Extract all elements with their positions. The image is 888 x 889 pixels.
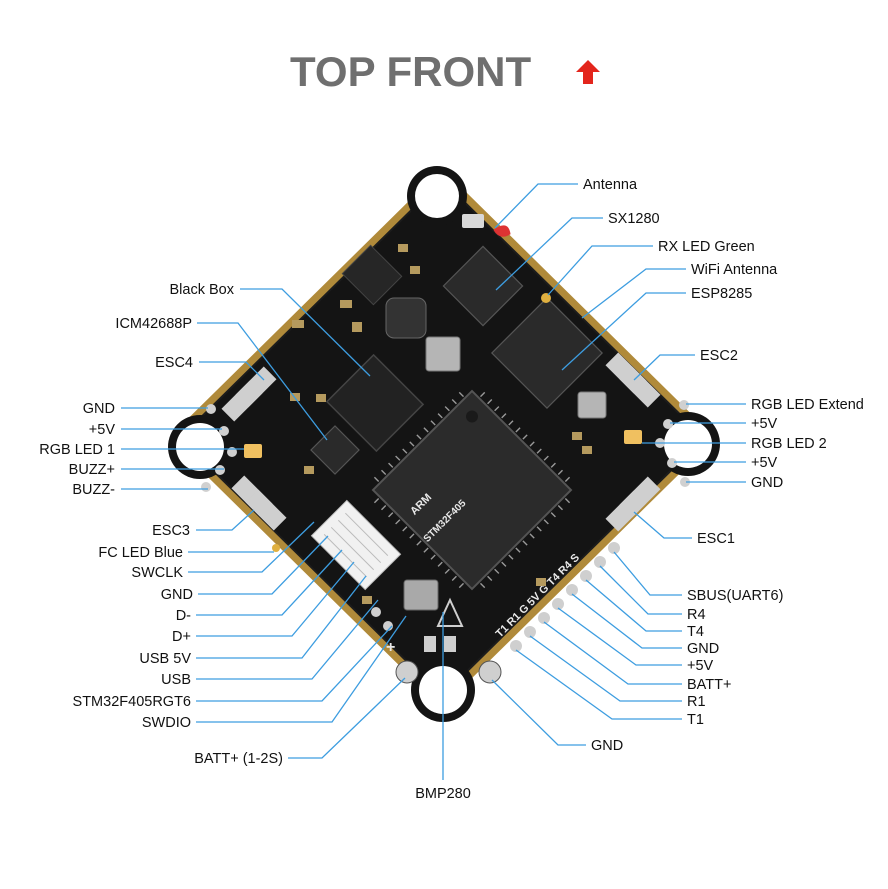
label-5v-br: +5V xyxy=(687,658,714,674)
label-usb: USB xyxy=(161,672,191,688)
mount-hole-right xyxy=(664,420,712,468)
up-arrow-icon xyxy=(576,60,600,84)
label-bmp280: BMP280 xyxy=(415,786,471,802)
chip-resistor-right xyxy=(444,636,456,652)
label-antenna: Antenna xyxy=(583,177,638,193)
label-gnd-br-2: GND xyxy=(591,738,623,754)
fc-led-blue xyxy=(272,544,280,552)
label-stm32: STM32F405RGT6 xyxy=(73,694,191,710)
label-gnd-left: GND xyxy=(83,401,115,417)
label-gnd-br-1: GND xyxy=(687,641,719,657)
label-esc3: ESC3 xyxy=(152,523,190,539)
mcu-chip xyxy=(371,389,573,591)
esc4-pads xyxy=(221,366,277,422)
label-esc1: ESC1 xyxy=(697,531,735,547)
label-rgb-led-2: RGB LED 2 xyxy=(751,436,827,452)
label-batt-1-2s: BATT+ (1-2S) xyxy=(194,751,283,767)
power-chip xyxy=(341,244,403,306)
label-t4: T4 xyxy=(687,624,704,640)
label-rgb-led-1: RGB LED 1 xyxy=(39,442,115,458)
label-buzz-minus: BUZZ- xyxy=(72,482,115,498)
label-swclk: SWCLK xyxy=(131,565,183,581)
arrow-silkscreen xyxy=(436,597,464,627)
label-5v-right-1: +5V xyxy=(751,416,778,432)
esp8285-chip xyxy=(490,296,604,410)
label-rx-led-green: RX LED Green xyxy=(658,239,755,255)
black-box-chip xyxy=(325,353,425,453)
icm42688p-chip xyxy=(310,425,360,475)
label-usb-5v: USB 5V xyxy=(139,651,191,667)
crystal-top xyxy=(425,336,461,372)
label-batt-plus: BATT+ xyxy=(687,677,731,693)
label-r1: R1 xyxy=(687,694,706,710)
label-wifi-antenna: WiFi Antenna xyxy=(691,262,778,278)
uart-pads-bottom-right xyxy=(510,542,620,652)
label-rgb-led-extend: RGB LED Extend xyxy=(751,397,864,413)
label-esc4: ESC4 xyxy=(155,355,193,371)
label-icm42688p: ICM42688P xyxy=(115,316,192,332)
side-pads-left xyxy=(201,404,237,492)
mount-hole-top xyxy=(415,174,459,218)
label-gnd-right: GND xyxy=(751,475,783,491)
label-gnd-bottom-left: GND xyxy=(161,587,193,603)
label-esc2: ESC2 xyxy=(700,348,738,364)
batt-plus-pad xyxy=(395,660,419,684)
rgb-led-2 xyxy=(624,430,642,444)
chip-resistor-left xyxy=(424,636,436,652)
page-title: TOP FRONT xyxy=(290,48,531,95)
label-5v-left: +5V xyxy=(89,422,116,438)
usb-connector xyxy=(310,499,402,591)
crystal-right xyxy=(577,391,607,419)
antenna-connector xyxy=(462,214,484,228)
label-esp8285: ESP8285 xyxy=(691,286,752,302)
mount-hole-left xyxy=(176,423,224,471)
labels: Antenna SX1280 RX LED Green WiFi Antenna… xyxy=(39,177,864,802)
antenna-wire xyxy=(493,225,511,237)
plus-silkscreen: + xyxy=(386,639,395,656)
label-buzz-plus: BUZZ+ xyxy=(69,462,115,478)
label-swdio: SWDIO xyxy=(142,715,191,731)
label-d-minus: D- xyxy=(176,608,191,624)
label-sx1280: SX1280 xyxy=(608,211,660,227)
label-black-box: Black Box xyxy=(170,282,235,298)
label-t1: T1 xyxy=(687,712,704,728)
label-d-plus: D+ xyxy=(172,629,191,645)
esc2-pads xyxy=(605,352,661,408)
inductor xyxy=(385,297,427,339)
flight-controller-board: ARM STM32F405 xyxy=(168,166,720,722)
bmp280-chip xyxy=(403,579,439,611)
esc1-pads xyxy=(605,476,661,532)
label-5v-right-2: +5V xyxy=(751,455,778,471)
batt-gnd-pad xyxy=(478,660,502,684)
label-fc-led-blue: FC LED Blue xyxy=(98,545,183,561)
leader-lines xyxy=(121,183,746,780)
rgb-led-1 xyxy=(244,444,262,458)
sx1280-chip xyxy=(442,245,524,327)
label-sbus: SBUS(UART6) xyxy=(687,588,783,604)
rx-led-green xyxy=(541,293,551,303)
esc3-pads xyxy=(231,475,287,531)
label-r4: R4 xyxy=(687,607,706,623)
